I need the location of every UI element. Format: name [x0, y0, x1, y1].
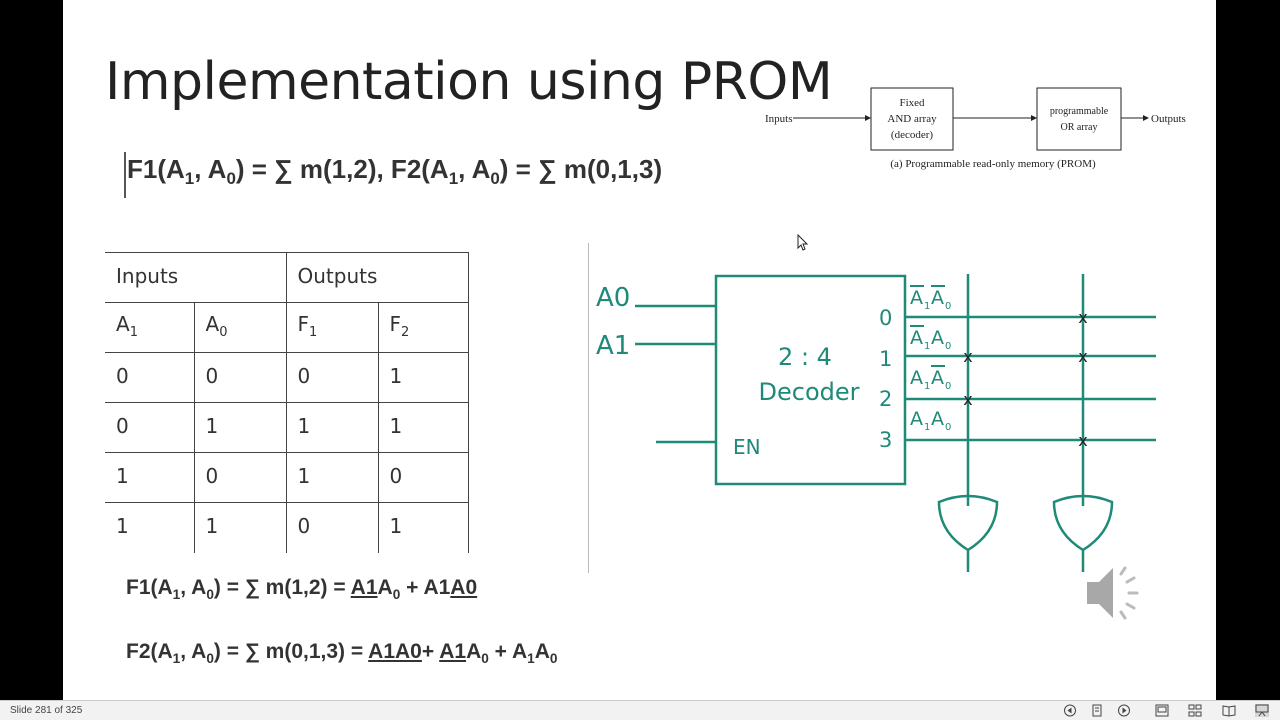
- table-cell: 1: [193, 402, 287, 453]
- table-group-header-row: Inputs Outputs: [105, 252, 469, 303]
- decoder-output-0: 0: [879, 306, 892, 330]
- connection-x-f2-m3: x: [1078, 431, 1087, 450]
- prom-block-diagram: Inputs Fixed AND array (decoder) program…: [765, 87, 1186, 170]
- svg-text:A: A: [910, 327, 923, 349]
- svg-text:1: 1: [924, 301, 930, 312]
- normal-view-icon[interactable]: [1155, 704, 1169, 717]
- mouse-pointer-icon: [797, 234, 809, 251]
- svg-text:A: A: [910, 408, 923, 430]
- table-cell: 0: [105, 352, 195, 403]
- prom-caption: (a) Programmable read-only memory (PROM): [890, 158, 1096, 170]
- enable-label: EN: [733, 435, 761, 459]
- next-slide-icon[interactable]: [1117, 704, 1131, 717]
- column-header-f2: F2: [377, 302, 469, 353]
- svg-text:1: 1: [924, 381, 930, 392]
- table-row: 0 1 1 1: [105, 402, 469, 453]
- table-cell: 0: [105, 402, 195, 453]
- svg-text:A: A: [931, 408, 944, 430]
- svg-text:A: A: [910, 287, 923, 309]
- slide-menu-icon[interactable]: [1090, 704, 1104, 717]
- decoder-output-2: 2: [879, 387, 892, 411]
- column-header-f1: F1: [285, 302, 379, 353]
- svg-text:0: 0: [945, 381, 951, 392]
- svg-text:1: 1: [924, 341, 930, 352]
- svg-text:A: A: [931, 367, 944, 389]
- decoder-ratio: 2 : 4: [778, 343, 832, 371]
- table-cell: 0: [193, 452, 287, 503]
- function-definition: F1(A1, A0) = ∑ m(1,2), F2(A1, A0) = ∑ m(…: [127, 154, 663, 189]
- previous-slide-icon[interactable]: [1063, 704, 1077, 717]
- table-cell: 1: [105, 502, 195, 553]
- slideshow-icon[interactable]: [1255, 704, 1269, 717]
- table-row: 1 1 0 1: [105, 502, 469, 553]
- table-cell: 1: [377, 402, 469, 453]
- decoder-output-3: 3: [879, 428, 892, 452]
- and-array-line-1: Fixed: [899, 97, 925, 109]
- svg-text:A: A: [931, 287, 944, 309]
- outputs-group-header: Outputs: [285, 252, 469, 303]
- table-cell: 1: [377, 502, 469, 553]
- svg-text:0: 0: [945, 341, 951, 352]
- table-cell: 1: [105, 452, 195, 503]
- table-row: 1 0 1 0: [105, 452, 469, 503]
- slide-sorter-icon[interactable]: [1188, 704, 1202, 717]
- connection-x-f2-m1: x: [1078, 347, 1087, 366]
- column-divider: [588, 243, 589, 573]
- f2-sum-of-products: F2(A1, A0) = ∑ m(0,1,3) = A1A0+ A1A0 + A…: [126, 640, 558, 667]
- text-cursor: [124, 152, 126, 198]
- prom-outputs-label: Outputs: [1151, 113, 1186, 125]
- svg-text:0: 0: [945, 301, 951, 312]
- or-gate-f1: [937, 494, 999, 552]
- and-array-box: [870, 87, 954, 151]
- and-array-line-3: (decoder): [891, 129, 933, 141]
- inputs-group-header: Inputs: [105, 252, 287, 303]
- and-array-line-2: AND array: [887, 113, 937, 125]
- table-cell: 1: [193, 502, 287, 553]
- table-cell: 1: [377, 352, 469, 403]
- table-header-row: A1 A0 F1 F2: [105, 302, 469, 353]
- reading-view-icon[interactable]: [1222, 704, 1236, 717]
- status-bar: Slide 281 of 325: [0, 700, 1280, 720]
- speaker-icon[interactable]: [1081, 558, 1151, 628]
- table-row: 0 0 0 1: [105, 352, 469, 403]
- table-cell: 0: [285, 502, 379, 553]
- table-cell: 0: [377, 452, 469, 503]
- slide-title: Implementation using PROM: [105, 52, 833, 112]
- connection-x-f2-m0: x: [1078, 308, 1087, 327]
- connection-x-f1-m2: x: [963, 390, 972, 409]
- table-cell: 1: [285, 452, 379, 503]
- truth-table: Inputs Outputs A1 A0 F1 F2 0 0 0 1 0 1 1…: [105, 252, 469, 553]
- or-array-line-2: OR array: [1061, 122, 1098, 133]
- table-cell: 0: [193, 352, 287, 403]
- or-array-box: [1036, 87, 1122, 151]
- svg-text:0: 0: [945, 422, 951, 433]
- slide-canvas: Implementation using PROM F1(A1, A0) = ∑…: [63, 0, 1216, 700]
- or-array-line-1: programmable: [1050, 106, 1109, 117]
- table-cell: 0: [285, 352, 379, 403]
- f1-sum-of-products: F1(A1, A0) = ∑ m(1,2) = A1A0 + A1A0: [126, 576, 478, 603]
- slide-counter: Slide 281 of 325: [10, 705, 83, 716]
- decoder-output-1: 1: [879, 347, 892, 371]
- column-header-a0: A0: [193, 302, 287, 353]
- column-header-a1: A1: [105, 302, 195, 353]
- decoder-box: [714, 274, 907, 486]
- input-a1-label: A1: [596, 331, 630, 361]
- svg-text:1: 1: [924, 422, 930, 433]
- decoder-name: Decoder: [759, 378, 860, 406]
- or-gate-f2: [1052, 494, 1114, 552]
- svg-text:A: A: [931, 327, 944, 349]
- svg-text:A: A: [910, 367, 923, 389]
- input-a0-label: A0: [596, 283, 630, 313]
- prom-inputs-label: Inputs: [765, 113, 793, 125]
- connection-x-f1-m1: x: [963, 347, 972, 366]
- table-cell: 1: [285, 402, 379, 453]
